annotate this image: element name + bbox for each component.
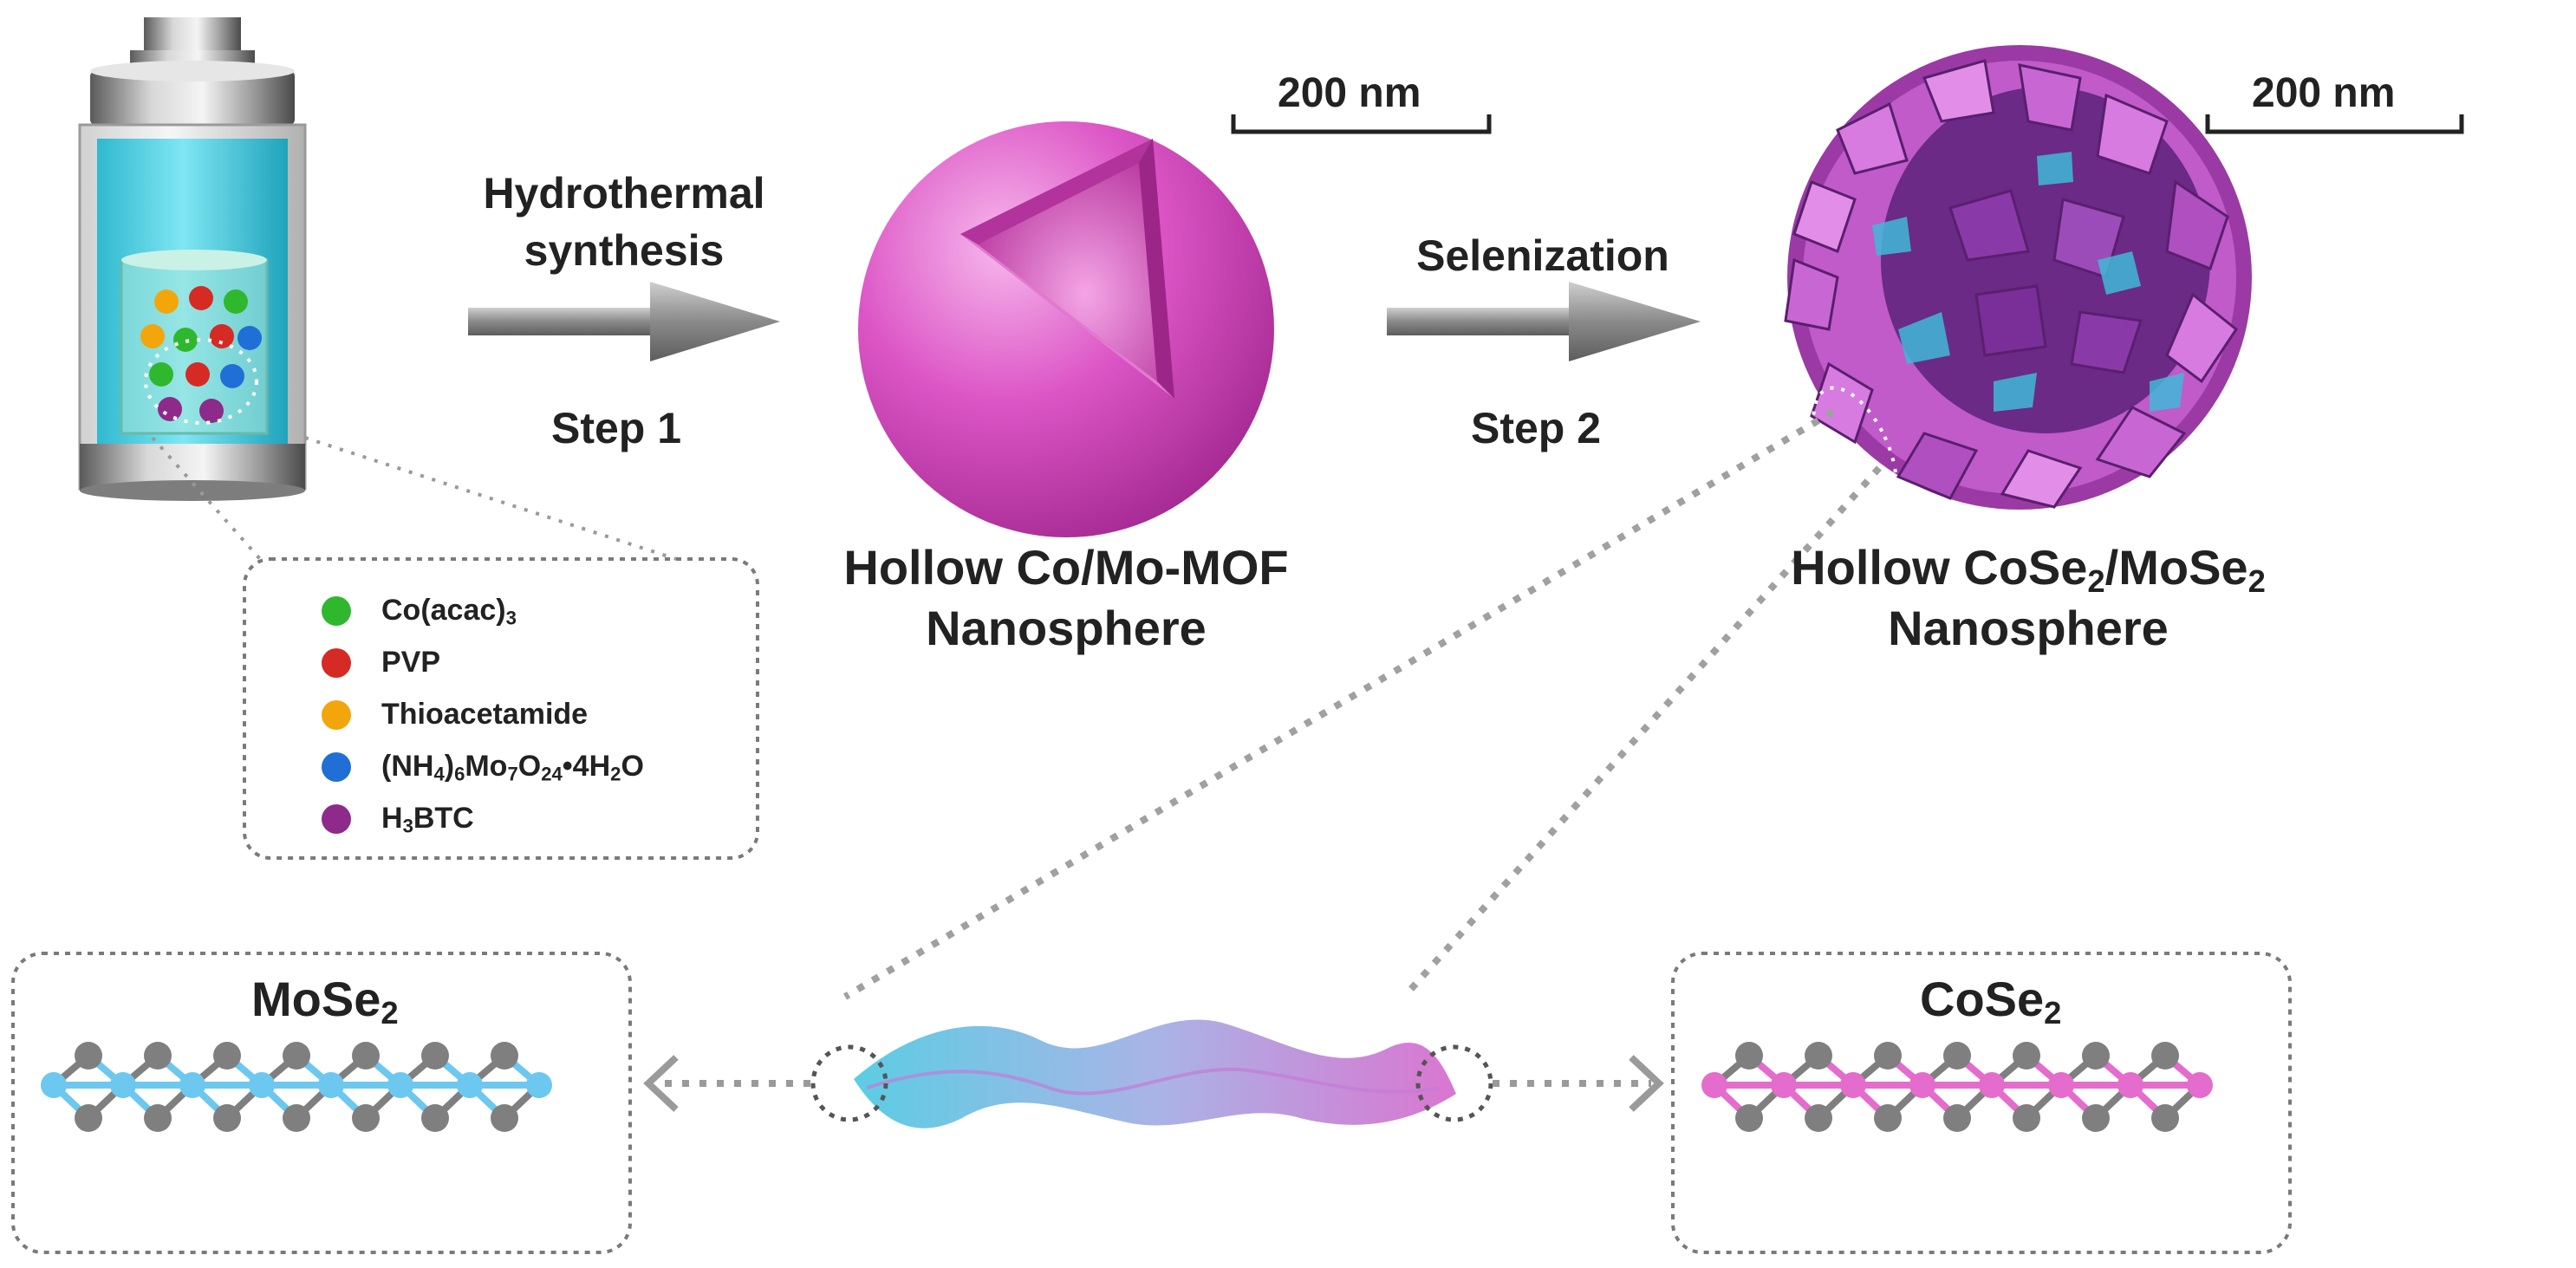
mose2-title: MoSe2 [251, 972, 399, 1031]
step1-arrow-icon [468, 282, 780, 361]
cose2-title: CoSe2 [1920, 972, 2062, 1031]
hollow-mof-sphere-icon [858, 121, 1274, 537]
sheet-right-edge-highlight [1415, 1044, 1493, 1122]
hollow-cose2-mose2-sphere-icon [1784, 45, 2252, 516]
mof-label: Hollow Co/Mo-MOF Nanosphere [843, 540, 1289, 655]
autoclave-reactor-icon [78, 17, 307, 501]
legend-item-thioacetamide: Thioacetamide [381, 698, 589, 731]
sheet-leader-lines [842, 408, 1882, 1000]
wavy-nanosheet-icon [854, 1019, 1456, 1128]
right-dotted-arrow-icon [1493, 1055, 1664, 1112]
step2-arrow-icon [1387, 282, 1701, 361]
reagent-legend-box [243, 557, 759, 860]
step1-title: Hydrothermal synthesis [483, 169, 765, 275]
legend-item-co-acac: Co(acac)3 [381, 594, 517, 629]
step2-label: Step 2 [1471, 404, 1602, 452]
cose2-lattice-icon [1701, 1042, 2213, 1132]
mose2-structure-box [11, 952, 632, 1254]
legend-sphere-icons [322, 596, 351, 834]
product-label: Hollow CoSe2/MoSe2 Nanosphere [1791, 540, 2266, 655]
step2-title: Selenization [1416, 231, 1669, 280]
legend-item-pvp: PVP [381, 646, 441, 679]
mose2-lattice-icon [41, 1042, 552, 1132]
sheet-left-edge-highlight [810, 1044, 888, 1122]
scalebar-left-icon [1231, 114, 1492, 134]
scalebar-right-label: 200 nm [2252, 70, 2396, 116]
reactor-leader-lines [151, 436, 677, 561]
left-dotted-arrow-icon [643, 1055, 810, 1112]
legend-item-h3btc: H3BTC [381, 802, 474, 837]
scalebar-right-icon [2205, 114, 2464, 134]
step1-label: Step 1 [551, 404, 682, 452]
scalebar-left-label: 200 nm [1278, 70, 1421, 116]
cose2-structure-box [1671, 952, 2292, 1254]
legend-item-ammonium-molybdate: (NH4)6Mo7O24•4H2O [381, 750, 644, 785]
